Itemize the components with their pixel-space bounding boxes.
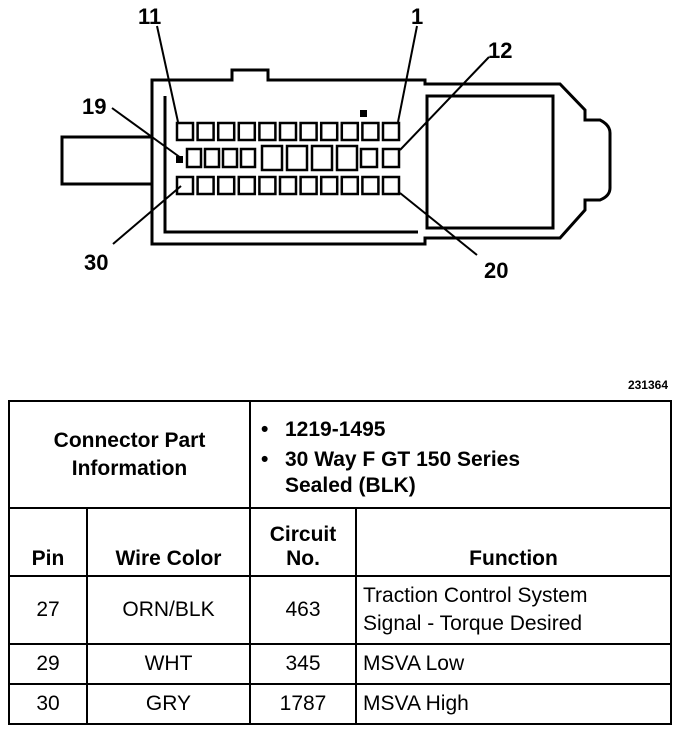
connector-info-details: 1219-1495 30 Way F GT 150 Series Sealed … (249, 400, 672, 509)
pin-cavity (285, 144, 309, 172)
pin-cavity (361, 175, 380, 196)
pin-cavity (278, 175, 298, 196)
table-row: 27 ORN/BLK 463 Traction Control System S… (8, 575, 672, 645)
pin-cavity (381, 121, 401, 142)
pin-label-20: 20 (484, 258, 508, 283)
pin-cavity (319, 121, 339, 142)
pin-cavity (216, 121, 236, 142)
pin-cavity (237, 175, 257, 196)
header-pin: Pin (8, 507, 88, 577)
connector-info-title: Connector Part Information (8, 400, 251, 509)
pin-cavity (203, 147, 221, 169)
pin-cavity (381, 147, 401, 169)
connector-diagram: 11 1 12 19 30 20 (60, 4, 612, 283)
row-function: MSVA Low (355, 643, 672, 685)
header-wire-color: Wire Color (86, 507, 251, 577)
pin-label-19: 19 (82, 94, 106, 119)
table-row: 29 WHT 345 MSVA Low (8, 643, 672, 685)
pin-cavity (381, 175, 401, 196)
pin-cavity (260, 144, 284, 172)
pin-cavity (299, 121, 318, 142)
connector-latch (425, 94, 555, 230)
row-pin: 27 (8, 575, 88, 645)
pin-cavity (196, 175, 215, 196)
row-wire-color: WHT (86, 643, 251, 685)
connector-type: 30 Way F GT 150 Series (261, 445, 670, 475)
header-circuit-line1: Circuit (269, 523, 337, 546)
pin-label-11: 11 (138, 4, 161, 29)
connector-info-title-line2: Information (71, 456, 188, 480)
pin-label-12: 12 (488, 38, 512, 63)
row-pin: 29 (8, 643, 88, 685)
pin-cavity (340, 175, 360, 196)
connector-body (150, 68, 612, 246)
connector-table: Connector Part Information 1219-1495 30 … (8, 400, 672, 725)
row-circuit: 345 (249, 643, 357, 685)
pin-cavity (335, 144, 359, 172)
pin-cavity (310, 144, 334, 172)
pin-cavity (359, 147, 379, 169)
pin-cavity (319, 175, 339, 196)
figure-id: 231364 (627, 378, 668, 392)
header-circuit-line2: No. (286, 547, 320, 570)
row-wire-color: ORN/BLK (86, 575, 251, 645)
header-circuit: Circuit No. (249, 507, 357, 577)
pin-cavity (361, 121, 380, 142)
pin-label-30: 30 (84, 250, 108, 275)
pin-cavity (258, 175, 277, 196)
connector-part-number: 1219-1495 (261, 415, 670, 445)
connector-body-inner (163, 96, 418, 234)
pin-label-1: 1 (411, 4, 423, 29)
row-pin: 30 (8, 683, 88, 725)
pin-cavity (239, 147, 257, 169)
connector-seal: Sealed (BLK) (285, 473, 416, 497)
pin-cavity (185, 147, 203, 169)
connector-left-tab (60, 135, 152, 186)
row-function: Traction Control System Signal - Torque … (355, 575, 672, 645)
pin-cavity (216, 175, 236, 196)
pin-cavity (299, 175, 318, 196)
header-function: Function (355, 507, 672, 577)
row-circuit: 1787 (249, 683, 357, 725)
pin-cavity (278, 121, 298, 142)
pin-cavity (258, 121, 277, 142)
row-function-line2: Signal - Torque Desired (363, 612, 583, 635)
pin-cavity (175, 121, 195, 142)
pin-cavity (340, 121, 360, 142)
connector-info-row: Connector Part Information 1219-1495 30 … (8, 400, 672, 509)
pin-cavity (237, 121, 257, 142)
pin-cavity (175, 175, 195, 196)
row-function-line1: Traction Control System (363, 584, 588, 607)
table-header-row: Pin Wire Color Circuit No. Function (8, 507, 672, 577)
pin-cavity (221, 147, 239, 169)
connector-info-title-line1: Connector Part (53, 428, 206, 452)
pin-cavity (196, 121, 215, 142)
row-circuit: 463 (249, 575, 357, 645)
row-function: MSVA High (355, 683, 672, 725)
table-row: 30 GRY 1787 MSVA High (8, 683, 672, 725)
row-wire-color: GRY (86, 683, 251, 725)
